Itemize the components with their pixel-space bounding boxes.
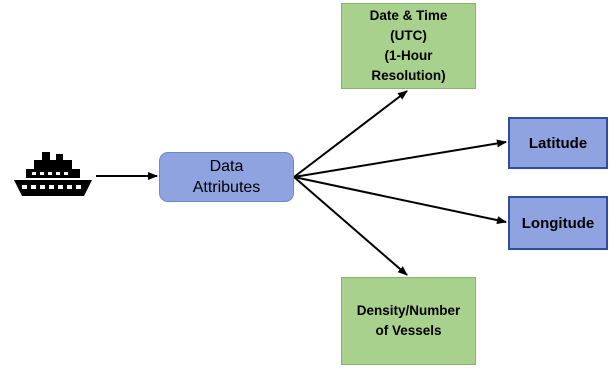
density-node: Density/Number of Vessels	[341, 277, 476, 365]
longitude-node: Longitude	[508, 196, 608, 250]
arrow-to-datetime	[293, 90, 408, 178]
latitude-node: Latitude	[508, 117, 608, 169]
arrow-to-longitude	[293, 176, 507, 225]
data-attributes-node: Data Attributes	[159, 152, 294, 202]
arrow-to-density	[293, 176, 408, 276]
arrow-to-latitude	[293, 139, 507, 178]
datetime-node: Date & Time (UTC) (1-Hour Resolution)	[341, 3, 476, 89]
ship-icon	[12, 150, 94, 202]
